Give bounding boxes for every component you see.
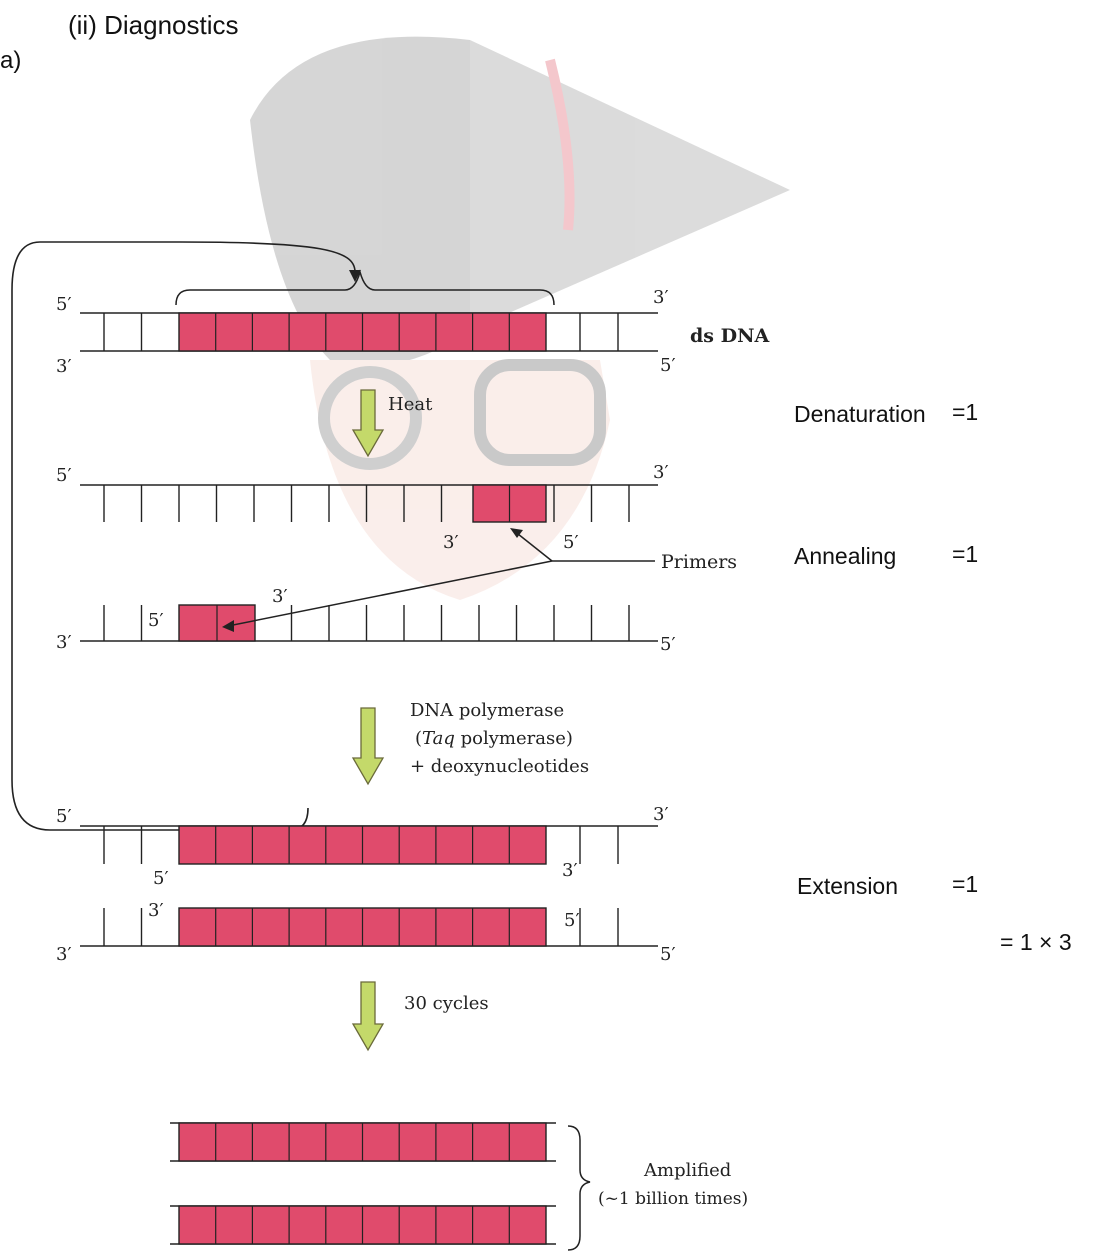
primers-label: Primers [661,551,737,573]
prime-label: 5′ [564,910,580,931]
prime-label: 5′ [563,532,579,553]
prime-label: 5′ [153,868,169,889]
prime-label: 5′ [56,294,72,315]
heat-label: Heat [388,394,433,415]
prime-label: 5′ [56,806,72,827]
watermark-logo [250,36,790,600]
prime-label: 3′ [562,860,578,881]
heat-arrow [351,389,385,458]
extension-mark: =1 [952,871,978,897]
ds-dna-label: ds DNA [690,325,769,347]
amplified-products [170,1122,556,1245]
prime-label: 3′ [56,632,72,653]
extension-label: Extension [797,873,898,899]
prime-label: 5′ [148,610,164,631]
extended-bottom-strand [80,907,658,947]
prime-label: 3′ [56,356,72,377]
watermark-cap [470,40,790,330]
polymerase-arrow [351,707,385,786]
polymerase-line-3: + deoxynucleotides [410,756,589,777]
prime-label: 3′ [56,944,72,965]
prime-labels: 5′ 3′ 3′ 5′ 5′ 3′ 3′ 5′ 5′ 3′ 3′ 5′ 5′ 3′ 5′ 3′ 3′ 5′ 3′ 5′ [56,287,676,965]
ds-dna-strand [80,312,658,352]
annealing-label: Annealing [794,543,896,569]
polymerase-line-2: (Taq polymerase) [415,728,573,749]
extended-top-strand [80,825,658,865]
annealing-mark: =1 [952,541,978,567]
primer-top-pointer [512,529,553,562]
primer-bottom-pointer [227,560,553,627]
denatured-bottom-strand [80,604,658,642]
denatured-top-strand [80,484,658,523]
prime-label: 3′ [653,287,669,308]
amplified-line-1: Amplified [643,1160,731,1181]
watermark-tassel [545,58,575,231]
cycles-label: 30 cycles [404,993,489,1014]
part-label: a) [0,47,21,74]
prime-label: 3′ [653,462,669,483]
primer-top-arrowhead [510,528,523,538]
target-brace [175,269,555,306]
item-label: (ii) Diagnostics [68,10,239,40]
dna-strands [80,312,658,1245]
watermark-face [310,360,610,600]
cycles-arrow [351,981,385,1052]
denaturation-label: Denaturation [794,401,926,427]
total-mark: = 1 × 3 [1000,929,1072,955]
prime-label: 5′ [56,465,72,486]
prime-label: 3′ [148,900,164,921]
prime-label: 5′ [660,355,676,376]
watermark-hair [250,36,470,366]
amplified-line-2: (~1 billion times) [598,1189,748,1209]
prime-label: 3′ [653,804,669,825]
prime-label: 5′ [660,634,676,655]
step-arrows [351,389,385,1052]
watermark-glasses-left [318,366,422,470]
amplified-brace [567,1125,591,1251]
primer-bottom-arrowhead [222,620,234,632]
cycle-arrowhead [349,270,361,282]
denaturation-mark: =1 [952,399,978,425]
watermark-glasses-right [474,359,606,466]
prime-label: 3′ [272,586,288,607]
polymerase-line-1: DNA polymerase [410,700,564,721]
prime-label: 3′ [443,532,459,553]
prime-label: 5′ [660,944,676,965]
